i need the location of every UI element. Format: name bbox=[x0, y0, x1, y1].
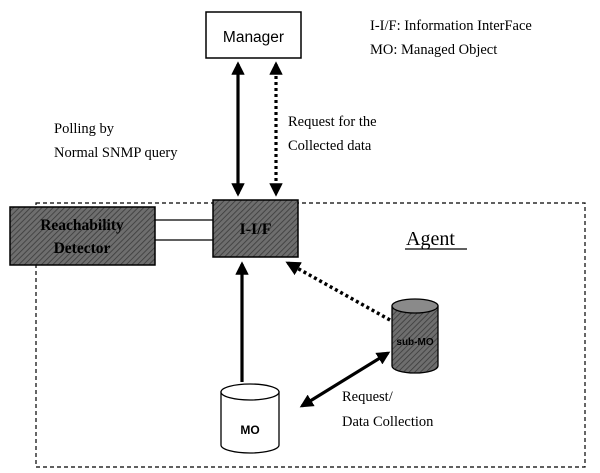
submo-to-iif-arrow bbox=[285, 261, 391, 322]
iif-box bbox=[212, 199, 299, 258]
reachability-detector-label-1: Reachability bbox=[40, 217, 124, 234]
request-label-1: Request for the bbox=[288, 114, 377, 130]
manager-label: Manager bbox=[223, 29, 284, 46]
legend-iif: I-I/F: Information InterFace bbox=[370, 18, 532, 34]
iif-label: I-I/F bbox=[240, 221, 272, 238]
agent-boundary bbox=[35, 202, 586, 468]
request-label-2: Collected data bbox=[288, 138, 372, 154]
manager-box bbox=[205, 11, 302, 59]
reachability-detector-box bbox=[9, 206, 156, 266]
legend-mo: MO: Managed Object bbox=[370, 42, 497, 58]
polling-label-1: Polling by bbox=[54, 121, 115, 137]
collection-label-2: Data Collection bbox=[342, 414, 434, 430]
request-data-collection-arrow bbox=[299, 351, 391, 408]
polling-label-2: Normal SNMP query bbox=[54, 145, 178, 161]
collection-label-1: Request/ bbox=[342, 389, 394, 405]
mo-label: MO bbox=[240, 423, 259, 437]
reachability-detector-label-2: Detector bbox=[54, 240, 111, 257]
submo-cylinder bbox=[391, 298, 439, 374]
agent-label: Agent bbox=[406, 228, 455, 250]
mo-cylinder bbox=[220, 383, 280, 454]
submo-label: sub-MO bbox=[396, 337, 433, 348]
